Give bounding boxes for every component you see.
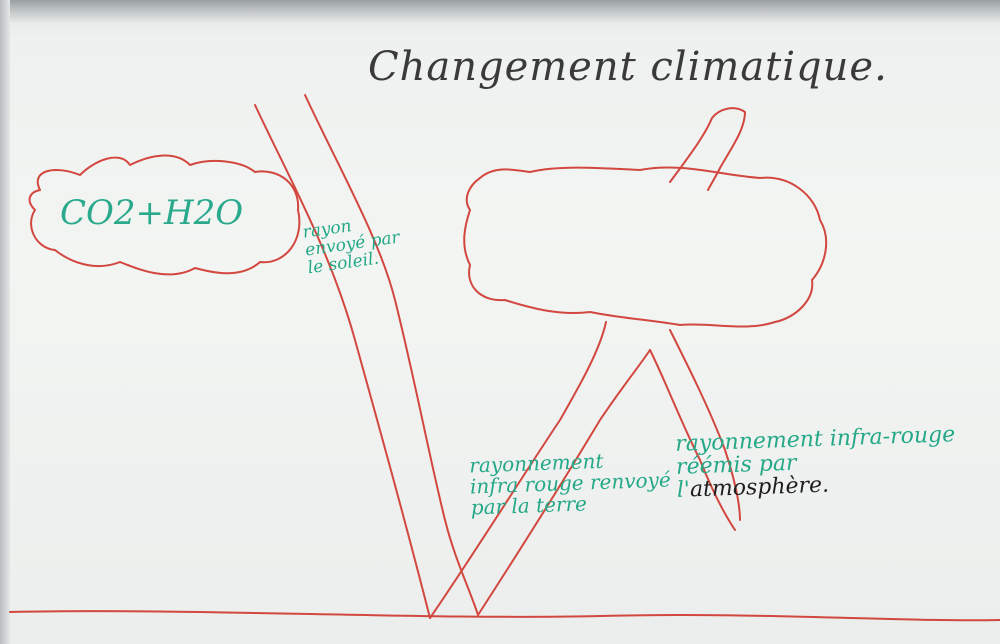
co2-h2o-label: CO2+H2O [60, 193, 244, 233]
atm-ir-band-right [669, 329, 741, 521]
cloud-left-outline [28, 154, 301, 276]
sun-ray-band-left [254, 104, 431, 619]
earth-infrared-label: rayonnement infra rouge renvoyé par la t… [468, 448, 672, 520]
ground-line [9, 610, 1000, 622]
title-text: Changement climatique. [368, 44, 888, 90]
earth-ir-band-left [429, 321, 607, 619]
board-frame-left [0, 0, 10, 644]
atm-ir-band-left [649, 349, 736, 531]
board-frame-top [0, 0, 1000, 22]
escape-arrow [669, 107, 746, 191]
sun-ray-band-right [304, 94, 479, 616]
earth-ir-band-right [477, 349, 651, 616]
cloud-right-outline [463, 166, 828, 328]
atmosphere-infrared-label: rayonnement infra-rouge réémis par l'atm… [675, 422, 957, 503]
atmosphere-word: atmosphère. [689, 472, 830, 503]
